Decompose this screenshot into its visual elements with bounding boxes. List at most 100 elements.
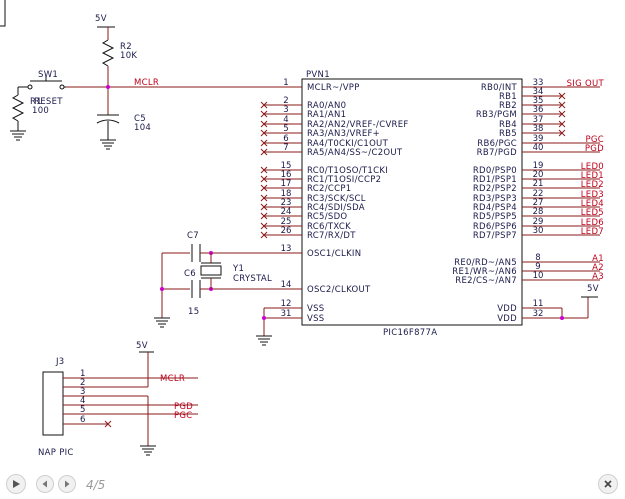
- net-label: LED5: [581, 208, 604, 218]
- pin-name: RC7/RX/DT: [307, 231, 356, 241]
- pin-name: RC4/SDI/SDA: [307, 203, 365, 213]
- pin-number: 19: [533, 161, 544, 171]
- pin-name: RA2/AN2/VREF-/CVREF: [307, 120, 409, 130]
- pin-name: MCLR~/VPP: [307, 83, 360, 93]
- pin-number: 36: [533, 105, 544, 115]
- net-label: LED2: [581, 180, 604, 190]
- junction-vdd: [560, 316, 564, 320]
- y1-ref: Y1: [232, 264, 244, 274]
- j3-body: [42, 371, 64, 436]
- net-label: A2: [592, 263, 604, 273]
- vcc-label-j3: 5V: [136, 341, 148, 351]
- play-button[interactable]: [6, 474, 26, 494]
- net-label: A1: [592, 254, 604, 264]
- pin-number: 37: [533, 115, 544, 125]
- net-label-j3-pgd: PGD: [174, 402, 193, 412]
- j3-pin: 3: [63, 387, 148, 397]
- pin-number: 6: [283, 134, 288, 144]
- pin-name: RA0/AN0: [307, 101, 346, 111]
- pin-number: 2: [80, 378, 85, 388]
- sw1-name: RESET: [34, 97, 63, 107]
- j3-pin: 4: [63, 396, 198, 406]
- close-button[interactable]: [598, 474, 618, 494]
- pin-number: 35: [533, 96, 544, 106]
- pin-name: RC6/TXCK: [307, 222, 351, 232]
- j3-pin: 5: [63, 405, 198, 415]
- net-label: SIG OUT: [567, 79, 605, 89]
- pin-name: RB6/PGC: [477, 139, 517, 149]
- ground-symbol-crystal: [154, 317, 170, 328]
- pin-name: VSS: [307, 314, 325, 324]
- net-label-j3-mclr: MCLR: [160, 374, 185, 384]
- page-indicator: 4/5: [86, 478, 106, 492]
- pin-number: 31: [281, 309, 292, 319]
- pin-number: 39: [533, 134, 544, 144]
- r1-value: 100: [32, 106, 49, 116]
- play-icon: [13, 480, 20, 488]
- pin-name: RC5/SDO: [307, 212, 347, 222]
- pin-name: VDD: [497, 314, 517, 324]
- pin-number: 14: [281, 280, 292, 290]
- pin-number: 26: [281, 226, 292, 236]
- pin-number: 24: [281, 207, 292, 217]
- next-page-button[interactable]: [58, 475, 76, 493]
- previous-page-button[interactable]: [36, 475, 54, 493]
- pin-name: RD4/PSP4: [473, 203, 517, 213]
- j3-pin: 1: [63, 369, 198, 379]
- pin-name: RD2/PSP2: [473, 184, 517, 194]
- pin-name: RB4: [499, 120, 517, 130]
- pin-name: RC2/CCP1: [307, 184, 352, 194]
- pin-number: 4: [80, 396, 85, 406]
- y1-value: CRYSTAL: [233, 274, 272, 284]
- arrow-right-icon: [65, 480, 70, 488]
- ground-symbol-c5: [100, 139, 116, 150]
- pin-name: VSS: [307, 304, 325, 314]
- pin-number: 25: [281, 217, 292, 227]
- arrow-left-icon: [42, 480, 47, 488]
- j3-pin: 6: [63, 415, 112, 428]
- pin-number: 32: [533, 309, 544, 319]
- pin-number: 7: [283, 143, 288, 153]
- junction-mclr: [106, 85, 110, 89]
- j3-pin: 2: [63, 378, 148, 388]
- pin-number: 13: [281, 244, 292, 254]
- pin-name: RB1: [499, 92, 517, 102]
- junction-crystal-gnd: [160, 287, 164, 291]
- net-label: LED0: [581, 162, 604, 172]
- pin-number: 17: [281, 179, 292, 189]
- r2-value: 10K: [120, 51, 137, 61]
- ground-symbol-j3: [140, 445, 156, 456]
- pin-number: 1: [80, 369, 85, 379]
- viewer-toolbar: 4/5: [0, 469, 625, 499]
- pin-name: RD5/PSP5: [473, 212, 517, 222]
- pin-name: RB5: [499, 129, 517, 139]
- pin-name: RB7/PGD: [477, 148, 518, 158]
- pin-name: RC3/SCK/SCL: [307, 194, 366, 204]
- pin-name: RA1/AN1: [307, 110, 346, 120]
